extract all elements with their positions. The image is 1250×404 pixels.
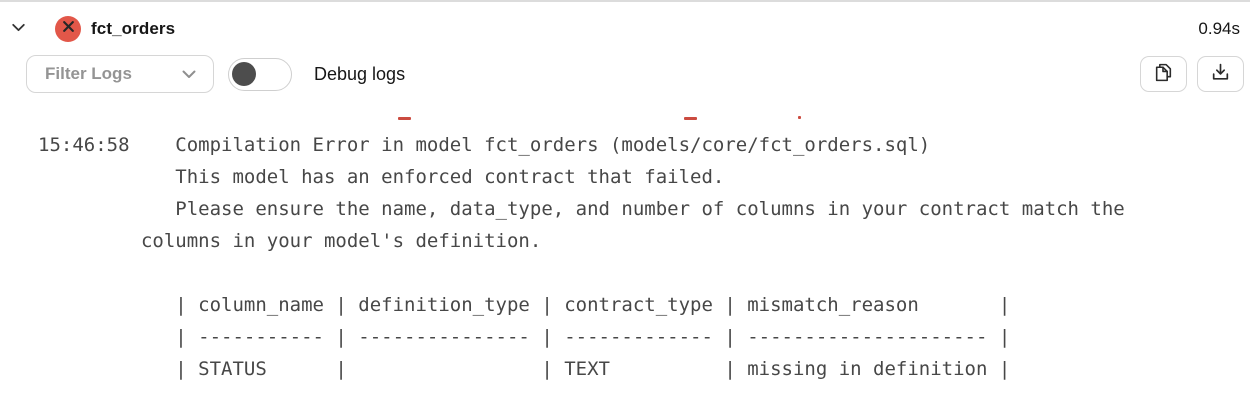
error-status-badge: [55, 16, 81, 42]
log-output-text: 15:46:58 Compilation Error in model fct_…: [38, 134, 1125, 380]
log-toolbar: Filter Logs Debug logs: [26, 55, 1244, 93]
filter-logs-dropdown[interactable]: Filter Logs: [26, 55, 214, 93]
clipped-red-text-mark: [398, 117, 411, 120]
download-icon: [1210, 62, 1231, 86]
clipped-red-text-mark: [684, 117, 697, 120]
run-duration: 0.94s: [1198, 19, 1240, 38]
log-group-header: fct_orders 0.94s: [8, 15, 1242, 43]
error-x-icon: [62, 20, 75, 38]
debug-logs-label: Debug logs: [314, 63, 406, 84]
collapse-toggle-button[interactable]: [8, 19, 28, 39]
log-output-area: 15:46:58 Compilation Error in model fct_…: [0, 102, 1250, 404]
debug-logs-toggle[interactable]: [228, 57, 292, 91]
toggle-knob: [232, 61, 256, 86]
copy-logs-button[interactable]: [1140, 56, 1187, 92]
clipped-red-text-mark: [798, 116, 801, 119]
model-name: fct_orders: [91, 19, 176, 38]
chevron-down-icon: [182, 67, 196, 82]
filter-logs-label: Filter Logs: [45, 64, 132, 83]
chevron-down-icon: [10, 19, 27, 39]
copy-icon: [1153, 62, 1174, 86]
download-logs-button[interactable]: [1197, 56, 1244, 92]
